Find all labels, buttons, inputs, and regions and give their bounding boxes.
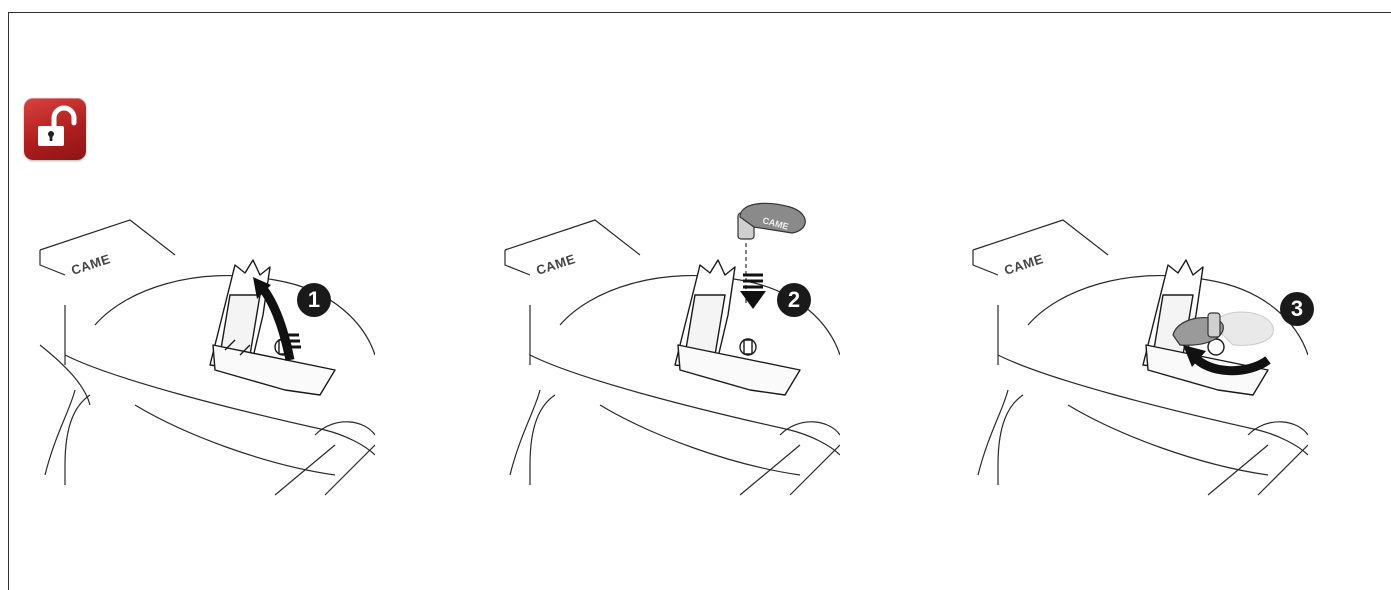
brand-logo-text: CAME — [534, 251, 577, 278]
page-frame — [8, 12, 1391, 590]
step-number-badge: 1 — [297, 283, 331, 317]
release-key-icon: CAME — [737, 202, 806, 240]
step-2-illustration: CAME CAME 2 — [500, 195, 840, 515]
step-1-illustration: CAME 1 — [35, 195, 375, 515]
operator-drawing: CAME CAME — [504, 202, 840, 496]
release-key-icon — [1172, 311, 1274, 346]
step-3-illustration: CAME 3 — [968, 195, 1314, 515]
brand-logo-text: CAME — [69, 251, 112, 278]
operator-drawing: CAME — [39, 219, 375, 496]
open-padlock-icon — [24, 98, 86, 160]
step-number-badge: 3 — [1280, 292, 1314, 326]
brand-logo-text: CAME — [1002, 251, 1045, 278]
step-number-badge: 2 — [777, 283, 811, 317]
operator-drawing: CAME — [972, 219, 1308, 496]
